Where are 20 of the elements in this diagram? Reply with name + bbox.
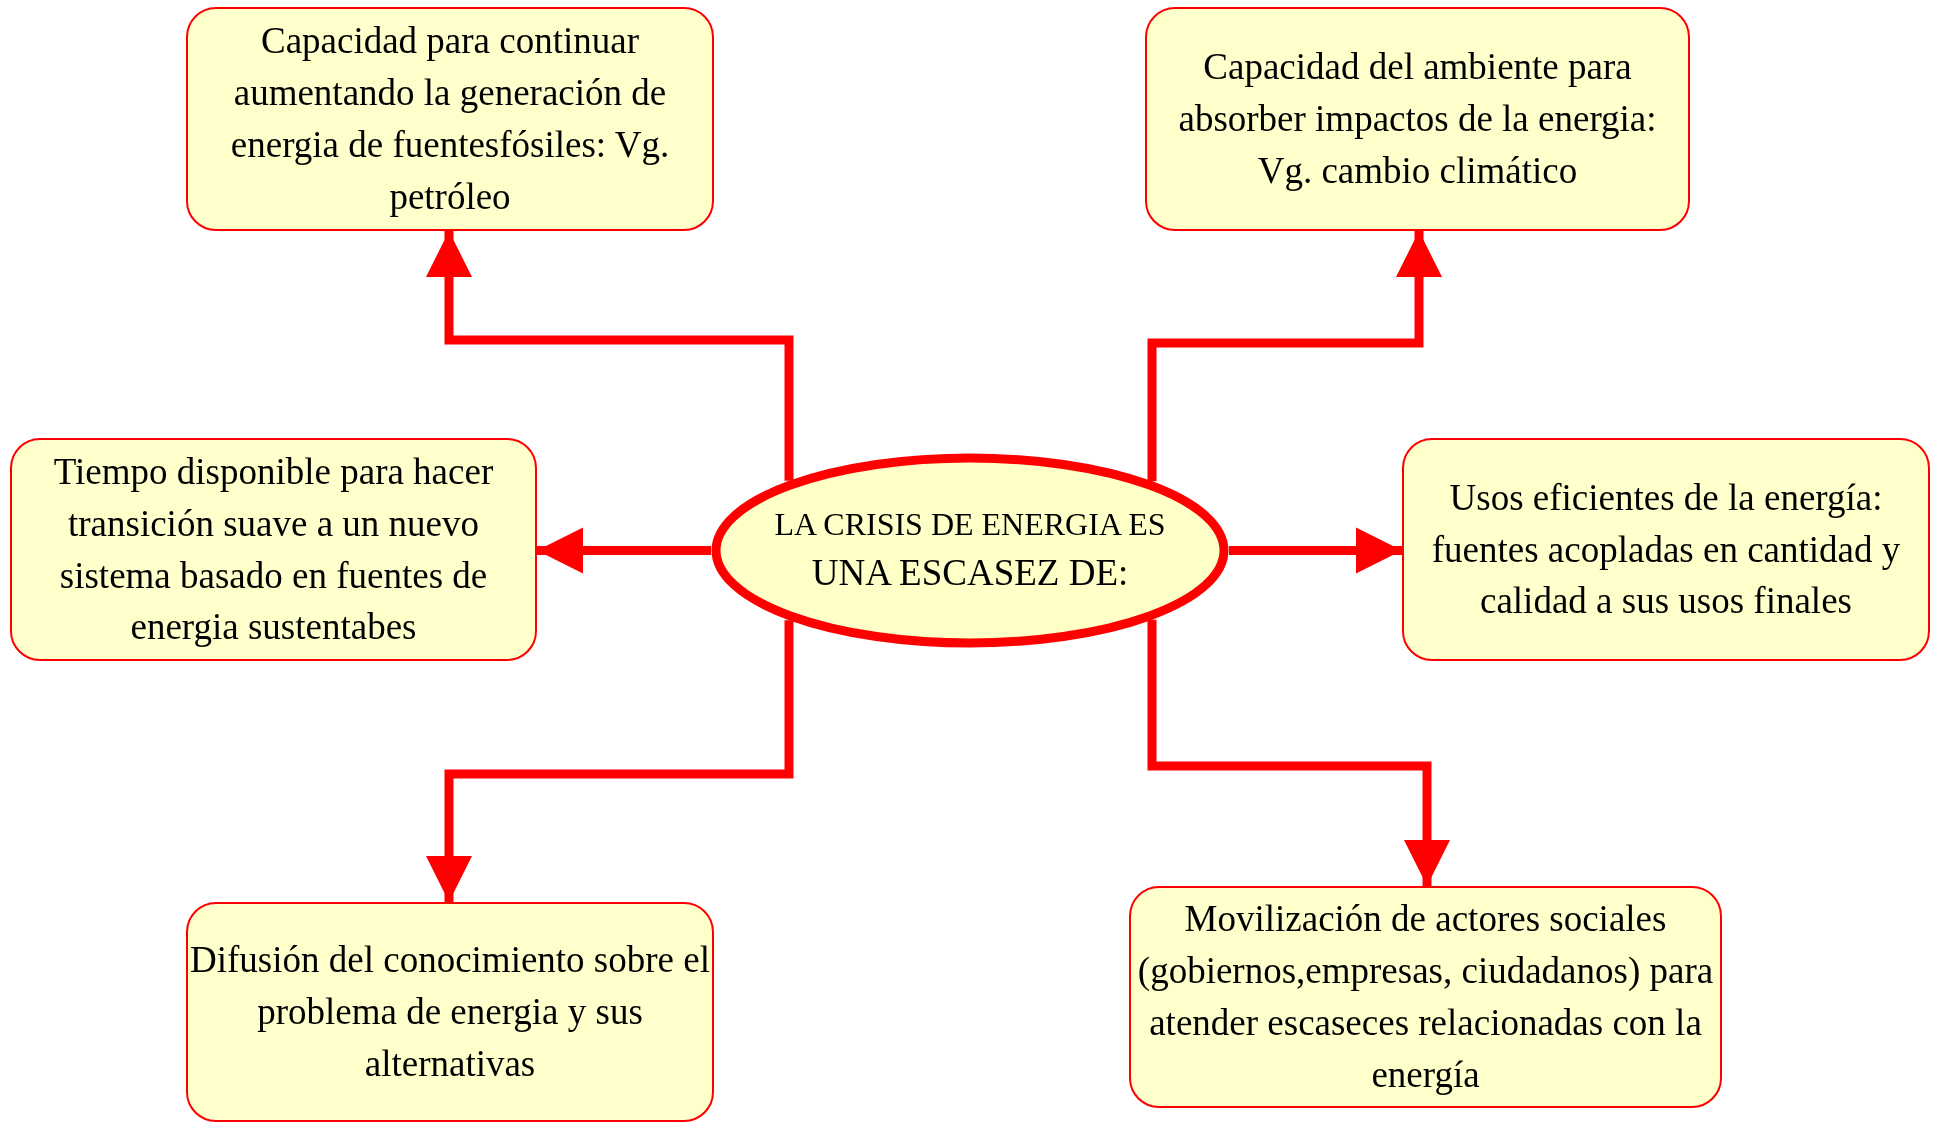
- concept-box: [186, 902, 714, 1122]
- arrow: [426, 231, 794, 481]
- node-text: Difusión del conocimiento sobre el problema de energia y sus alternativas: [190, 938, 710, 1086]
- concept-box: [10, 438, 537, 661]
- concept-box: [1402, 438, 1930, 661]
- arrow: [1229, 527, 1402, 574]
- concept-box: [1145, 7, 1690, 231]
- node-text: LA CRISIS DE ENERGIA ES: [774, 505, 1166, 545]
- arrow: [1147, 231, 1442, 482]
- arrow: [537, 527, 711, 574]
- node-text: Capacidad del ambiente para absorber impactos de la energia: Vg. cambio climático: [1177, 45, 1658, 193]
- node-text: Movilización de actores sociales (gobiernos,empresas, ciudadanos) para atender escaseces relacionadas con la energía: [1136, 897, 1715, 1097]
- node-text: Capacidad para continuar aumentando la generación de energia de fuentesfósiles: Vg. petróleo: [229, 19, 671, 219]
- node-text: Tiempo disponible para hacer transición suave a un nuevo sistema basado en fuentes de energia sustentabes: [52, 449, 495, 650]
- concept-ellipse: [711, 453, 1229, 648]
- node-text: UNA ESCASEZ DE:: [811, 551, 1129, 595]
- arrow: [426, 620, 794, 902]
- node-text: Usos eficientes de la energía: fuentes acopladas en cantidad y calidad a sus usos finales: [1430, 475, 1902, 624]
- arrow: [1147, 619, 1450, 886]
- concept-box: [186, 7, 714, 231]
